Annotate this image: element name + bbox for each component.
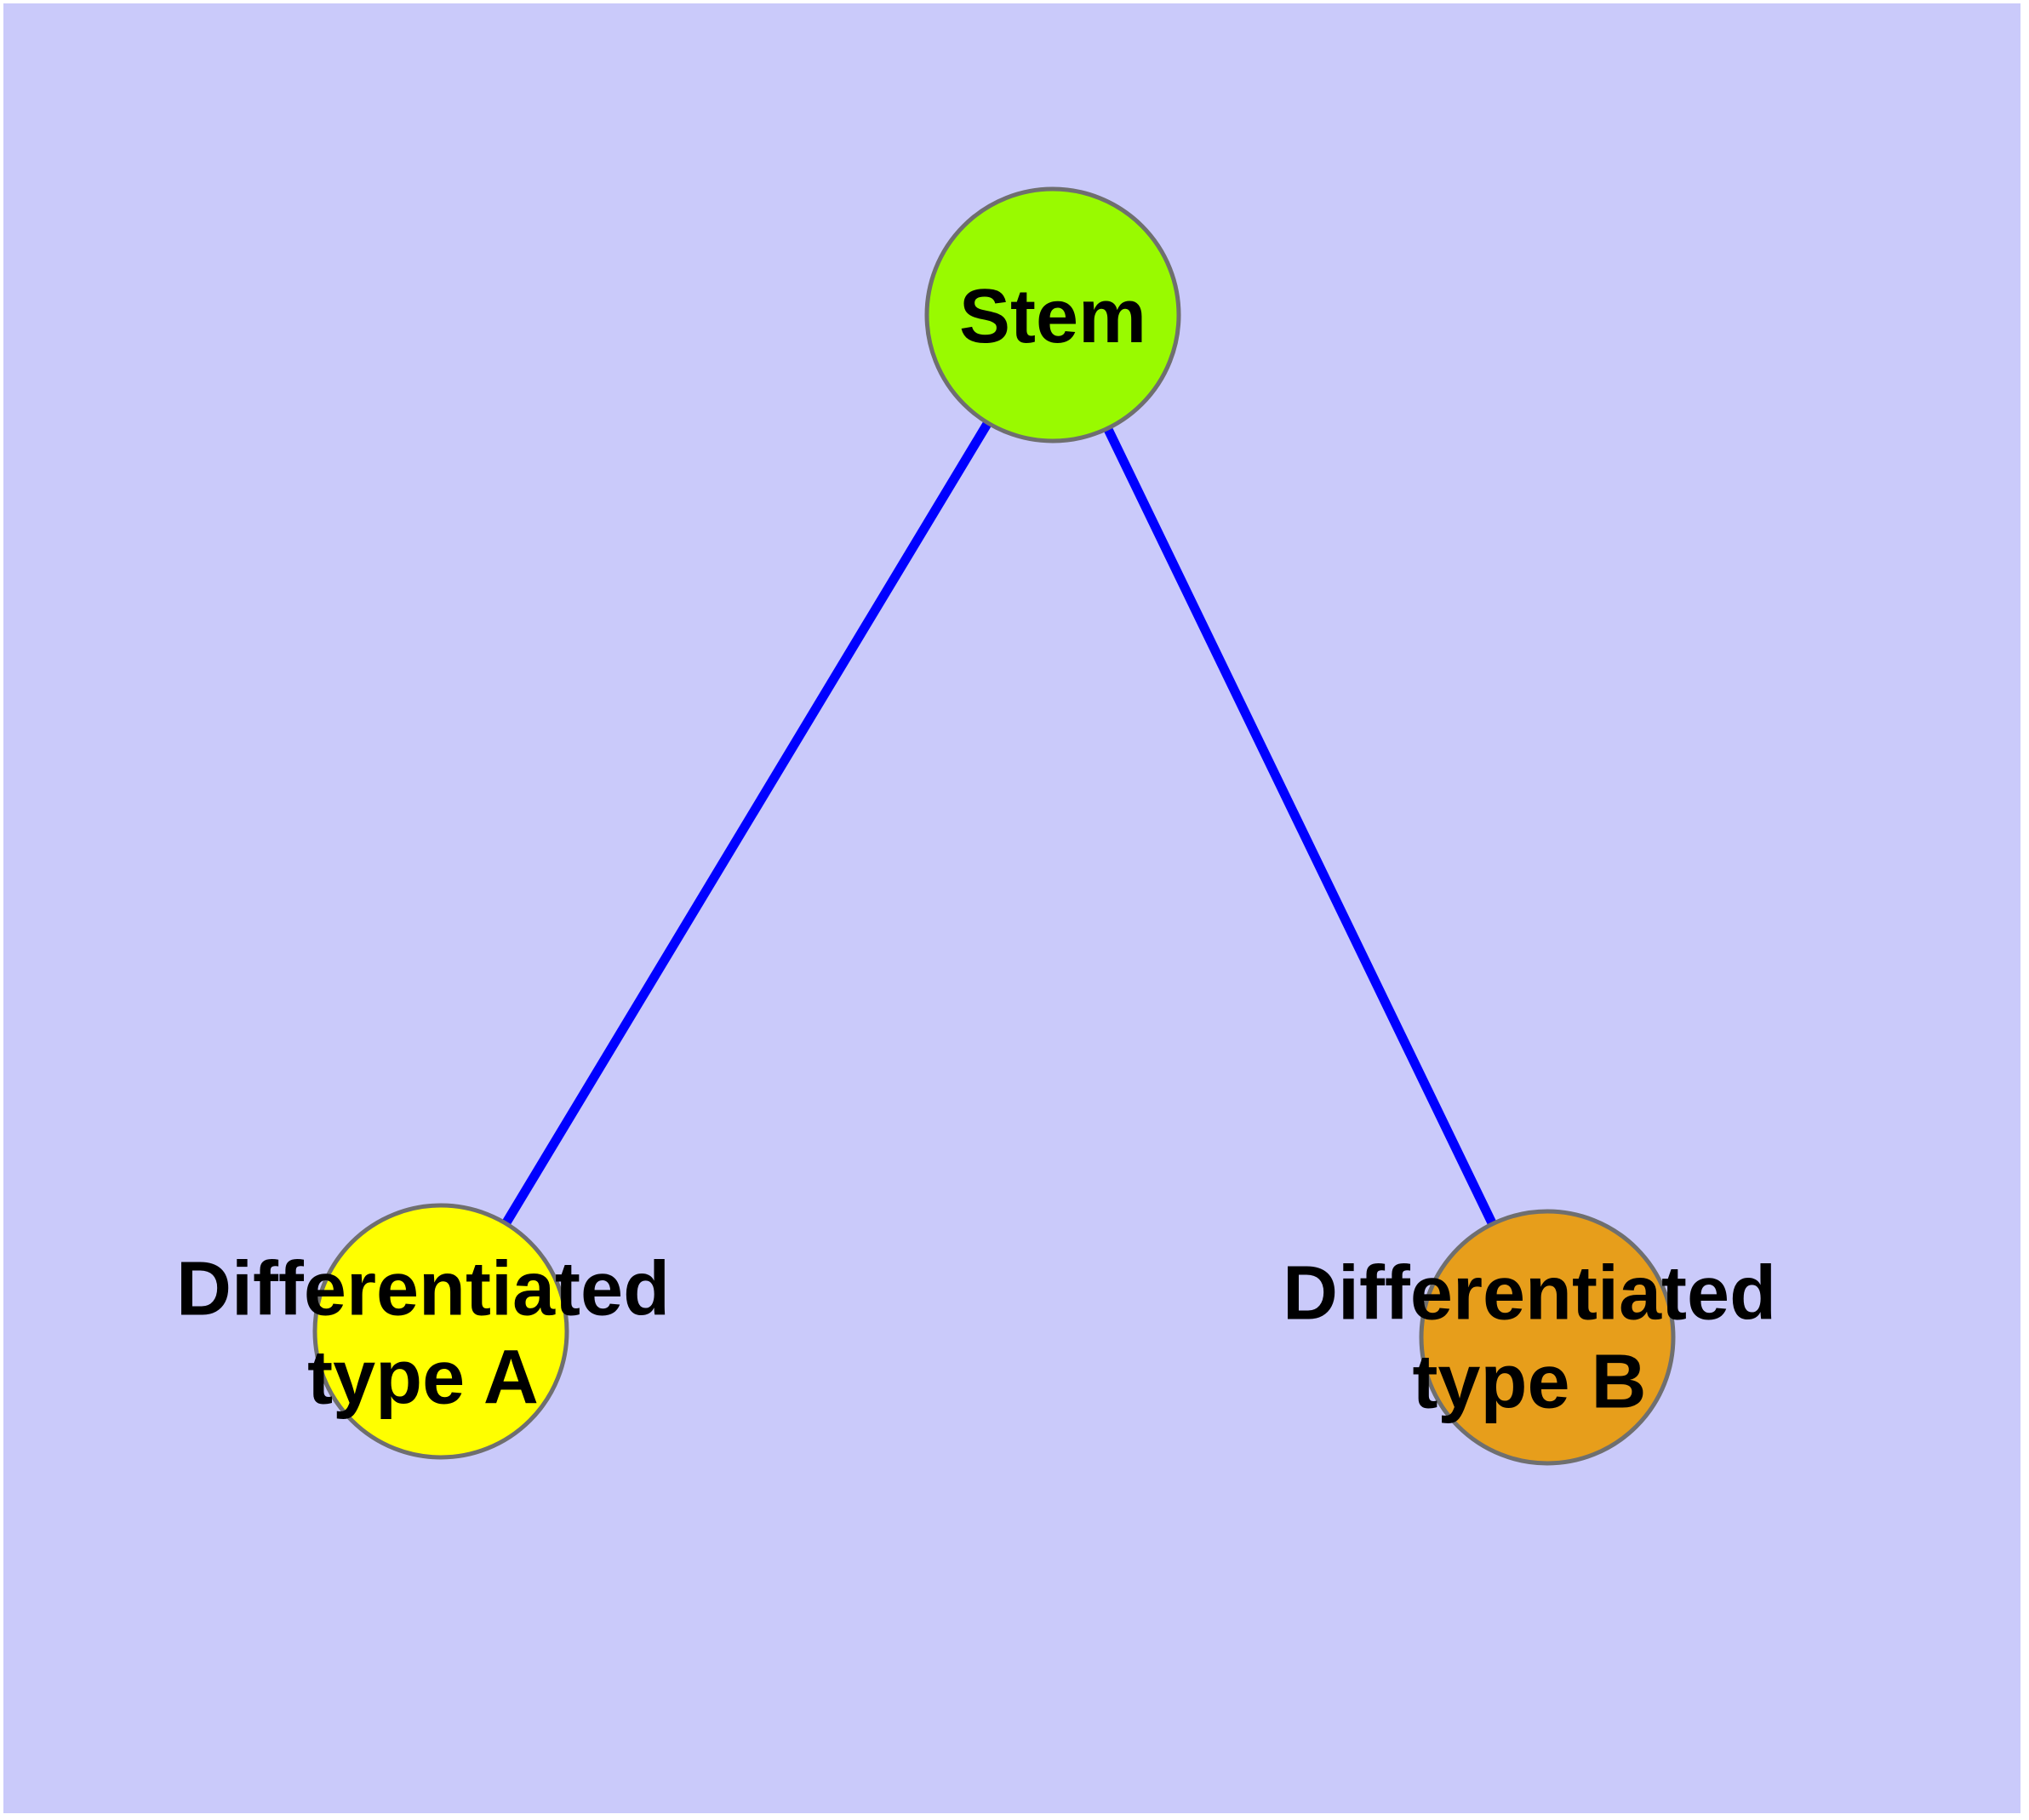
edge-stem-to-type-b — [1049, 312, 1552, 1340]
node-type-a-circle — [312, 1203, 569, 1460]
edge-stem-to-type-a — [437, 312, 1057, 1334]
node-type-b-circle — [1419, 1209, 1676, 1466]
node-stem-circle — [924, 186, 1181, 444]
